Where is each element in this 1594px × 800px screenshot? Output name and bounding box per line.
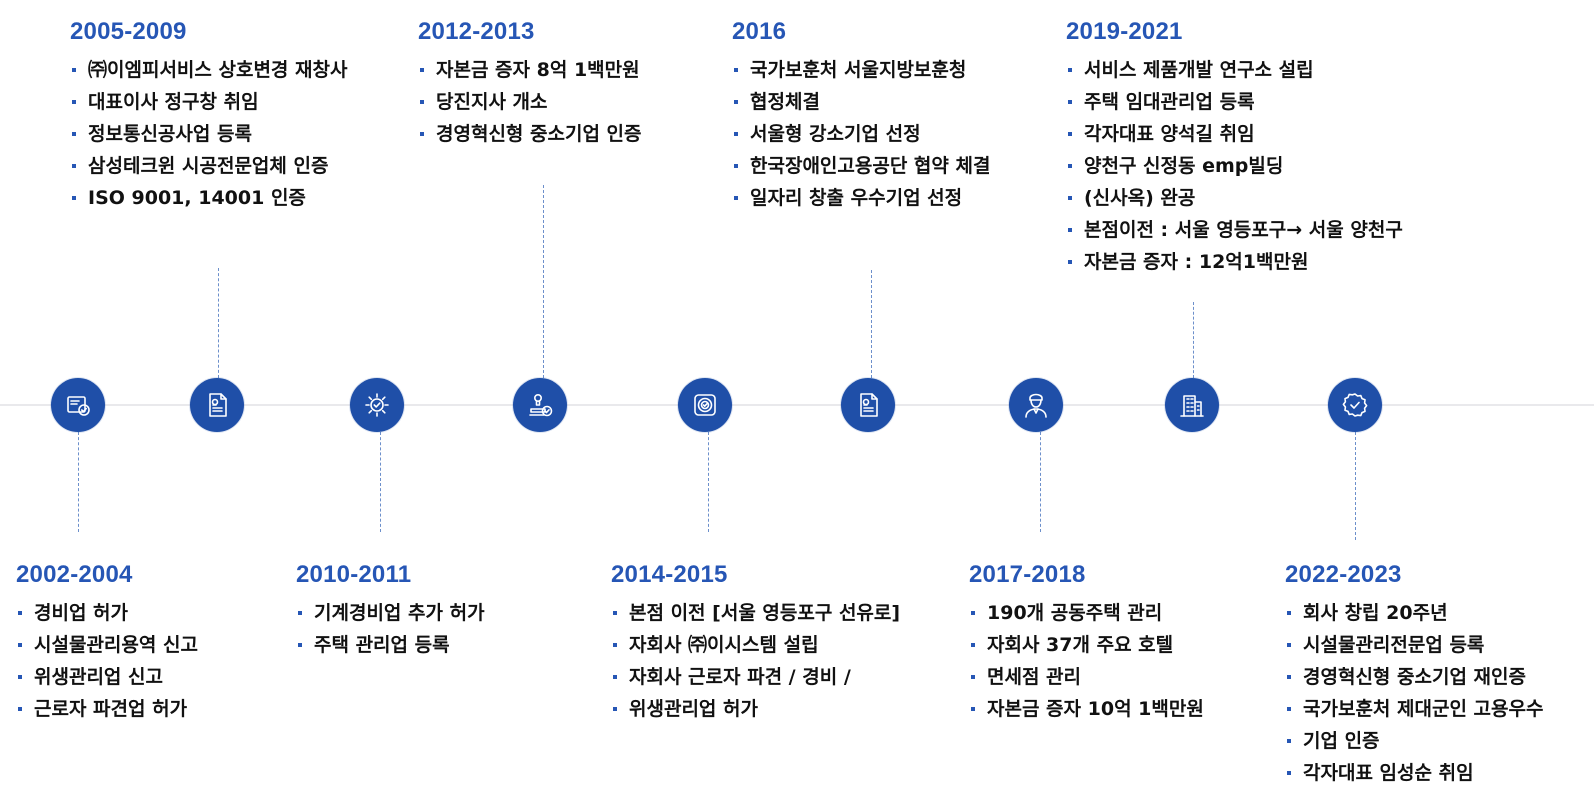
timeline-node	[1165, 378, 1219, 432]
period-event: 시설물관리전문업 등록	[1285, 629, 1543, 661]
period-event: 자회사 ㈜이시스템 설립	[611, 629, 900, 661]
period-year: 2022-2023	[1285, 561, 1402, 588]
period-event: 자회사 근로자 파견 / 경비 /	[611, 661, 900, 693]
period-year: 2005-2009	[70, 18, 187, 45]
period-event: 자회사 37개 주요 호텔	[969, 629, 1204, 661]
timeline-node	[190, 378, 244, 432]
period-event: 회사 창립 20주년	[1285, 597, 1543, 629]
building-icon	[1180, 395, 1204, 417]
period-event: 한국장애인고용공단 협약 체결	[732, 150, 990, 182]
period-event: 국가보훈처 제대군인 고용우수	[1285, 693, 1543, 725]
period-event: 일자리 창출 우수기업 선정	[732, 182, 990, 214]
period-event: 서울형 강소기업 선정	[732, 118, 990, 150]
timeline-period: 2014-2015 본점 이전 [서울 영등포구 선유로]자회사 ㈜이시스템 설립…	[611, 560, 900, 725]
timeline-node	[1009, 378, 1063, 432]
period-event: 자본금 증자 : 12억1백만원	[1066, 246, 1403, 278]
period-event: 당진지사 개소	[418, 86, 642, 118]
period-event: 190개 공동주택 관리	[969, 597, 1204, 629]
timeline-connector	[1355, 432, 1356, 540]
period-event: 경영혁신형 중소기업 재인증	[1285, 661, 1543, 693]
security-guard-icon	[1025, 393, 1047, 418]
timeline-connector	[380, 432, 381, 532]
period-event: 면세점 관리	[969, 661, 1204, 693]
period-year: 2014-2015	[611, 561, 728, 588]
period-event: 협정체결	[732, 86, 990, 118]
verified-badge-icon	[1342, 393, 1368, 417]
period-year: 2019-2021	[1066, 18, 1183, 45]
period-event: 본점이전 : 서울 영등포구→ 서울 양천구	[1066, 214, 1403, 246]
target-circle-icon	[694, 394, 716, 416]
period-event: 각자대표 임성순 취임	[1285, 757, 1543, 789]
period-event: 경비업 허가	[16, 597, 198, 629]
period-event: 경영혁신형 중소기업 인증	[418, 118, 642, 150]
period-event: 주택 관리업 등록	[296, 629, 485, 661]
period-event: 기업 인증	[1285, 725, 1543, 757]
timeline-node	[1328, 378, 1382, 432]
period-year: 2017-2018	[969, 561, 1086, 588]
timeline-axis	[0, 404, 1594, 406]
period-event: (신사옥) 완공	[1066, 182, 1403, 214]
stamp-approval-icon	[529, 394, 553, 417]
period-event: 주택 임대관리업 등록	[1066, 86, 1403, 118]
timeline-node	[350, 378, 404, 432]
timeline-connector	[708, 432, 709, 532]
timeline-node	[513, 378, 567, 432]
period-event: 근로자 파견업 허가	[16, 693, 198, 725]
timeline-connector	[1193, 302, 1194, 378]
gear-check-icon	[365, 393, 389, 417]
period-event: ISO 9001, 14001 인증	[70, 182, 347, 214]
period-event: 각자대표 양석길 취임	[1066, 118, 1403, 150]
period-event: 국가보훈처 서울지방보훈청	[732, 54, 990, 86]
period-event: 위생관리업 허가	[611, 693, 900, 725]
period-event: 시설물관리용역 신고	[16, 629, 198, 661]
timeline-node	[678, 378, 732, 432]
timeline-connector	[78, 432, 79, 532]
timeline-connector	[543, 185, 544, 378]
period-event: 대표이사 정구창 취임	[70, 86, 347, 118]
period-event: 기계경비업 추가 허가	[296, 597, 485, 629]
period-year: 2010-2011	[296, 561, 412, 588]
period-event: 자본금 증자 10억 1백만원	[969, 693, 1204, 725]
document-license-icon	[860, 393, 878, 417]
document-license-icon	[209, 393, 227, 417]
timeline-connector	[1040, 432, 1041, 532]
timeline-connector	[218, 268, 219, 378]
certificate-badge-icon	[67, 396, 90, 416]
period-year: 2016	[732, 18, 787, 45]
timeline-node	[841, 378, 895, 432]
timeline-node	[51, 378, 105, 432]
period-event: 서비스 제품개발 연구소 설립	[1066, 54, 1403, 86]
period-event: ㈜이엠피서비스 상호변경 재창사	[70, 54, 347, 86]
timeline-connector	[871, 270, 872, 378]
period-year: 2002-2004	[16, 561, 133, 588]
period-event: 자본금 증자 8억 1백만원	[418, 54, 642, 86]
period-event: 삼성테크윈 시공전문업체 인증	[70, 150, 347, 182]
period-event: 양천구 신정동 emp빌딩	[1066, 150, 1403, 182]
period-event: 위생관리업 신고	[16, 661, 198, 693]
period-event: 본점 이전 [서울 영등포구 선유로]	[611, 597, 900, 629]
period-event: 정보통신공사업 등록	[70, 118, 347, 150]
period-year: 2012-2013	[418, 18, 535, 45]
